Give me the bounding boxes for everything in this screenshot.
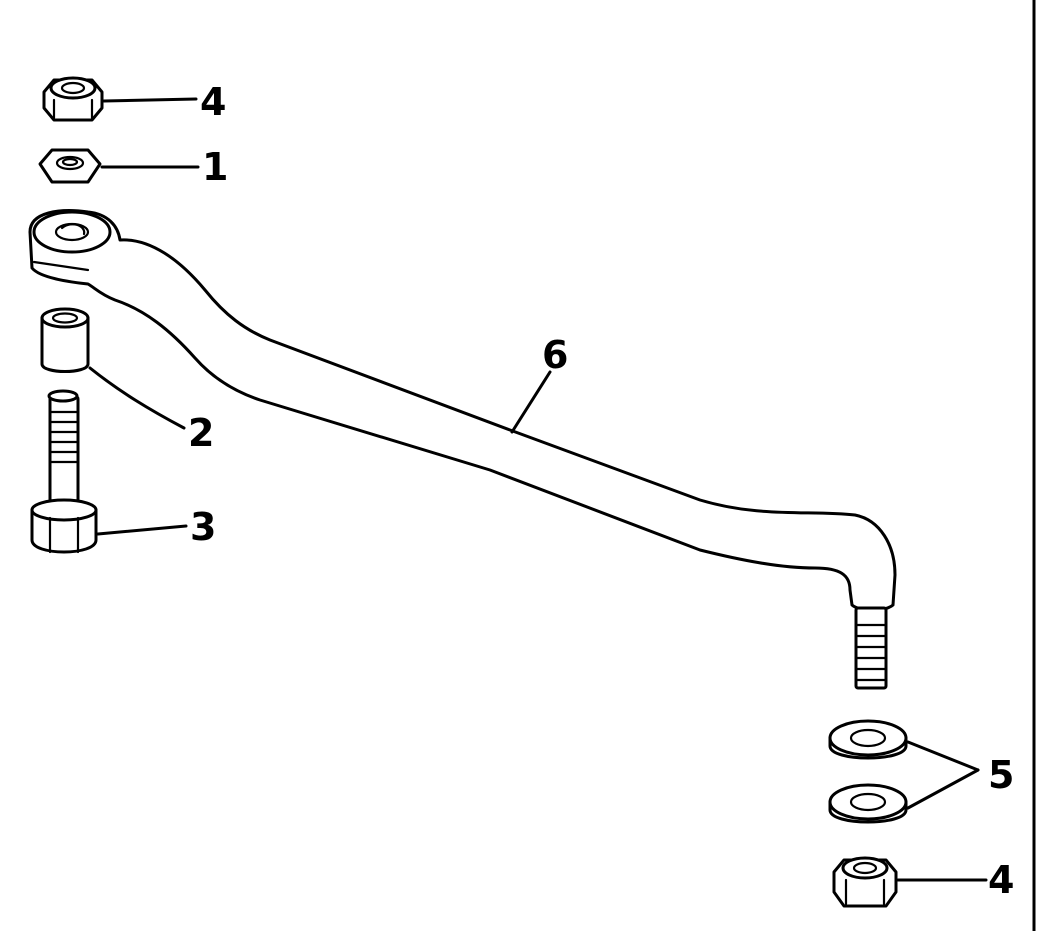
leader-tie-bar [510, 370, 552, 434]
callout-bolt: 3 [190, 505, 216, 549]
leader-spacer [88, 366, 186, 430]
hex-nut [38, 148, 102, 184]
callout-washers: 5 [988, 753, 1014, 797]
callout-nut-top: 4 [200, 80, 226, 124]
lock-nut-top [42, 76, 104, 122]
washer-upper [828, 719, 908, 760]
leader-nut-top [102, 97, 198, 103]
callout-spacer: 2 [188, 411, 214, 455]
flange-bolt [30, 389, 98, 554]
callout-hex-nut: 1 [202, 145, 228, 189]
callout-tie-bar: 6 [542, 333, 568, 377]
leader-washer-lower [906, 768, 980, 810]
callout-nut-bottom: 4 [988, 858, 1014, 902]
leader-bolt [96, 524, 188, 536]
tie-bar [28, 209, 897, 690]
washer-lower [828, 783, 908, 824]
spacer-sleeve [40, 307, 90, 373]
lock-nut-bottom [832, 856, 898, 908]
leader-washer-upper [906, 740, 980, 772]
